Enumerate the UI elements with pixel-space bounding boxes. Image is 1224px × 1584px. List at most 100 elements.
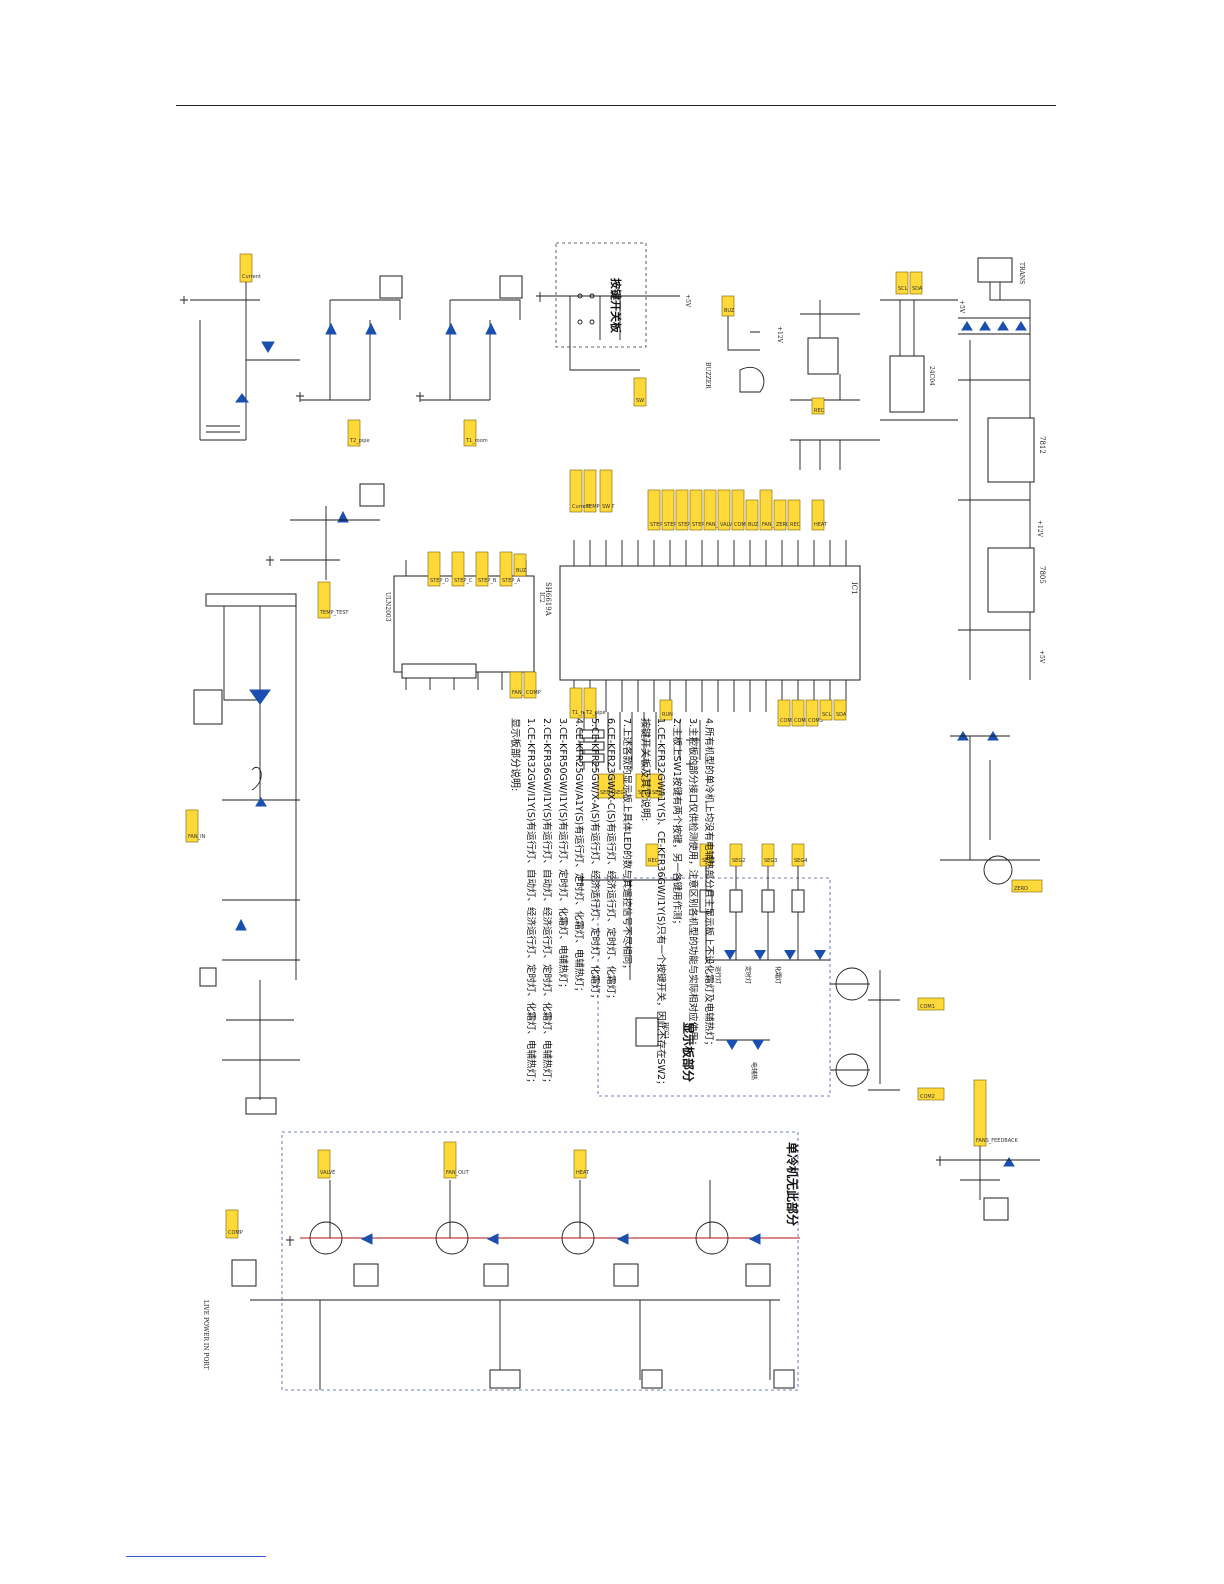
- svg-text:REC: REC: [648, 858, 659, 864]
- svg-text:T1_room: T1_room: [465, 438, 488, 444]
- diode-d8: [255, 797, 267, 807]
- svg-text:BUZ: BUZ: [748, 522, 759, 528]
- svg-text:SW: SW: [636, 398, 644, 404]
- ground-symbols: [180, 292, 944, 1246]
- bridge-diode-1: [961, 321, 973, 331]
- mcu-body: [559, 565, 861, 681]
- svg-text:FAN_IN: FAN_IN: [188, 834, 206, 840]
- power-markers: +5V +12V +5V +12V +5V: [684, 294, 1045, 664]
- svg-text:TEMP_TEST: TEMP_TEST: [319, 610, 349, 616]
- svg-text:SEG1: SEG1: [702, 858, 715, 864]
- flag-disp-seg1: SEG1: [699, 843, 715, 867]
- display-note-7: 7.上述各款的显示板上具体LED的数与其遥控信号不尽相同；: [621, 718, 633, 974]
- flag-seg3: SEG3: [611, 773, 627, 799]
- single-cooling-box: [281, 1131, 799, 1391]
- flag-drv-step-a: STEP_A: [499, 551, 521, 587]
- transformer-connector: [977, 257, 1013, 283]
- flag-mcu-step-b: STEP_B: [675, 489, 697, 531]
- flag-t1-room: T1_room: [463, 419, 488, 447]
- svg-text:SW: SW: [602, 504, 610, 510]
- svg-text:T2_pipe: T2_pipe: [349, 438, 370, 444]
- buzzer-block: BUZ BUZZER: [704, 295, 765, 393]
- connector-cn7: [245, 1097, 277, 1115]
- svg-text:电辅热: 电辅热: [750, 1062, 758, 1080]
- power-input-block: [199, 959, 300, 1115]
- transistor-q14: [983, 855, 1013, 885]
- display-note-6: 6.CE-KFR23GW/X-C(S)有运行灯、经济运行灯、定时灯、化霜灯；: [605, 718, 617, 1004]
- svg-text:STEP_B: STEP_B: [478, 578, 497, 584]
- svg-text:LIVE POWER IN PORT: LIVE POWER IN PORT: [202, 1300, 209, 1370]
- transistor-q7: [309, 1221, 343, 1255]
- flag-sw-test: SW: [633, 377, 647, 407]
- svg-text:COMP: COMP: [526, 690, 541, 696]
- svg-text:STEP_A: STEP_A: [502, 578, 521, 584]
- flag-mcu-rec: REC: [787, 499, 801, 531]
- svg-text:ZERO: ZERO: [1014, 886, 1028, 892]
- t2-diode-d6: [325, 322, 337, 335]
- buzzer-symbol: [739, 367, 765, 393]
- led-run: [724, 950, 736, 960]
- connector-cn8b: [641, 1369, 663, 1389]
- flag-disp-rec: REC: [645, 843, 659, 867]
- display-note-3: 3.CE-KFR50GW/I1Y(S)有运行灯、定时灯、化霜灯、电辅热灯；: [557, 718, 569, 993]
- key-note-4: 4.所有机型的单冷机上均没有电辅热部分且主显示板上不设化霜灯及电辅热灯；: [703, 718, 715, 1050]
- fan-block: FAN_IN TEMP_TEST: [185, 483, 385, 980]
- flag-relay-valve: VALVE: [317, 1149, 335, 1179]
- t2-diode-d7: [365, 322, 377, 335]
- svg-text:SDA: SDA: [836, 712, 847, 718]
- display-note-4: 4.CE-KFR25GW/A1Y(S)有运行灯、定时灯、化霜灯、电辅热灯；: [573, 718, 585, 996]
- flag-mcu-run: RUN: [659, 699, 673, 721]
- diode-d13: [1003, 1157, 1015, 1167]
- svg-text:7805: 7805: [1038, 566, 1046, 584]
- svg-text:RUN: RUN: [662, 712, 673, 718]
- uln2003-driver: ULN2003 IC2 STEP_D STEP_C STEP_B STEP_A …: [384, 551, 545, 699]
- svg-text:STEP_D: STEP_D: [650, 522, 669, 528]
- svg-text:Current: Current: [572, 504, 591, 510]
- svg-text:FAN_OUT: FAN_OUT: [446, 1170, 470, 1176]
- display-notes-title: 显示板部分说明:: [509, 718, 522, 791]
- connector-cn9b: [773, 1369, 795, 1389]
- flag-fans-feedback: FANS_FEEDBACK: [973, 1079, 1019, 1147]
- t1-room-sensor-block: T1_room: [420, 275, 523, 447]
- rail-plus12v-2: +12V: [1036, 520, 1043, 538]
- mcu-ic1: SH6619A IC1 TEMP_TEST Current SW STEP_D …: [544, 439, 880, 799]
- svg-text:STEP_C: STEP_C: [664, 522, 683, 528]
- flag-seg1: SEG1: [649, 773, 665, 799]
- connector-cn10: [489, 1369, 521, 1389]
- svg-text:ULN2003: ULN2003: [384, 592, 391, 622]
- svg-text:COM3: COM3: [808, 718, 823, 724]
- display-board-title: 显示板部分: [681, 1022, 696, 1082]
- diode-d24: [360, 1233, 373, 1245]
- bridge-diode-4: [1015, 321, 1027, 331]
- current-diode-d10: [235, 393, 249, 403]
- flag-disp-com1: COM1: [917, 997, 945, 1011]
- display-note-1: 1.CE-KFR32GW/I1Y(S)有运行灯、自动灯、经济运行灯、定时灯、化霜…: [525, 718, 537, 1088]
- ir-receiver: [635, 1017, 659, 1047]
- svg-text:HEAT: HEAT: [814, 522, 828, 528]
- rail-plus12v-1: +12V: [776, 326, 783, 344]
- diode-d15: [235, 918, 247, 931]
- flag-mcu-scl: SCL: [819, 699, 833, 721]
- svg-text:SEG3: SEG3: [614, 790, 627, 796]
- svg-text:REC1: REC1: [662, 1022, 669, 1039]
- connector-cn9: [379, 275, 403, 299]
- svg-text:FAN_IN: FAN_IN: [512, 690, 530, 696]
- footer-link-rule: [126, 1556, 266, 1557]
- display-board-box: [597, 877, 831, 1097]
- svg-text:T1_room: T1_room: [571, 710, 594, 716]
- svg-text:24C04: 24C04: [928, 366, 935, 386]
- relay-rly1: [745, 1263, 771, 1287]
- flag-relay-fan-out: FAN_OUT: [443, 1141, 470, 1179]
- svg-text:COM2: COM2: [794, 718, 809, 724]
- svg-text:运行灯: 运行灯: [714, 966, 722, 984]
- svg-text:SEG3: SEG3: [764, 858, 777, 864]
- svg-text:STEP_C: STEP_C: [454, 578, 473, 584]
- flag-mcu-com3: COM3: [805, 699, 823, 727]
- flag-drv-step-b: STEP_B: [475, 551, 497, 587]
- flag-mcu-sda: SDA: [833, 699, 847, 721]
- key-switch-board-box: [555, 242, 647, 348]
- flag-drv-step-d: STEP_D: [427, 551, 449, 587]
- svg-text:BUZ: BUZ: [516, 568, 527, 574]
- rail-plus5v-2: +5V: [958, 300, 965, 314]
- diode-d14: [337, 510, 349, 523]
